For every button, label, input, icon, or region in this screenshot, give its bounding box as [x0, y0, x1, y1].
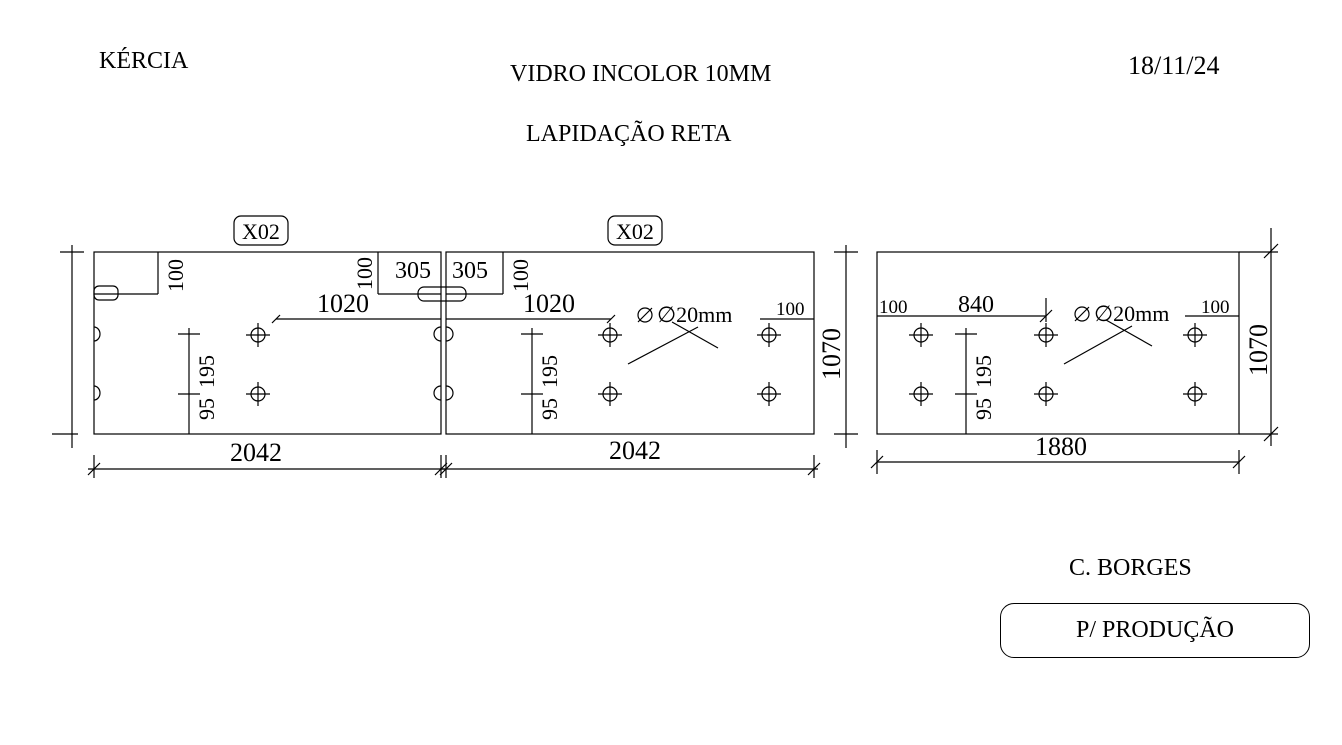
piece-3-outline: [876, 251, 1240, 435]
hole: [598, 382, 622, 406]
piece-2-hole-diameter: ∅20mm: [657, 302, 732, 327]
hole: [757, 323, 781, 347]
piece-1-top-offset: 100: [163, 259, 188, 292]
hinge-cutout: [93, 285, 119, 301]
piece-2-outline: [445, 251, 815, 435]
edge-notch: [445, 385, 454, 401]
piece-3-right-offset: 100: [1201, 297, 1230, 318]
piece-2-height: 1070: [817, 328, 846, 380]
drawing-date: 18/11/24: [1128, 51, 1220, 80]
piece-2-vertical-offset: 195: [537, 355, 562, 388]
piece-3-bottom-offset: 95: [971, 398, 996, 420]
piece-2-quantity: X02: [616, 219, 654, 244]
glass-spec: VIDRO INCOLOR 10MM: [510, 61, 772, 87]
edge-notch: [433, 385, 442, 401]
hole: [757, 382, 781, 406]
piece-2-width: 2042: [609, 436, 661, 465]
piece-3-width: 1880: [1035, 432, 1087, 461]
hole: [246, 382, 270, 406]
hole: [246, 323, 270, 347]
piece-1-width: 2042: [230, 438, 282, 467]
piece-1-vertical-offset: 195: [194, 355, 219, 388]
piece-3: 100 840 100 ∅20mm 195 95 1070: [870, 228, 1279, 474]
edge-notch: [93, 326, 101, 342]
piece-2: X02 305 100 1020 ∅20mm 100 195 95: [439, 215, 858, 478]
client-name: KÉRCIA: [99, 48, 189, 74]
hole: [598, 323, 622, 347]
edge-finish: LAPIDAÇÃO RETA: [526, 121, 732, 147]
piece-3-height: 1070: [1244, 324, 1273, 376]
piece-2-top-offset: 100: [508, 259, 533, 292]
author-name: C. BORGES: [1069, 555, 1192, 581]
piece-3-hole-spacing: 840: [958, 292, 994, 318]
hole: [1183, 382, 1207, 406]
piece-2-side-offset: 100: [776, 299, 805, 320]
hole: [909, 323, 933, 347]
piece-1-quantity: X02: [242, 219, 280, 244]
edge-notch: [445, 326, 454, 342]
diameter-symbol: [637, 307, 653, 323]
status-label: P/ PRODUÇÃO: [1075, 617, 1235, 643]
piece-1-hinge-offset: 305: [395, 258, 431, 284]
piece-2-hole-spacing: 1020: [523, 289, 575, 318]
piece-2-quantity-box: [607, 215, 663, 246]
piece-2-bottom-offset: 95: [537, 398, 562, 420]
piece-1: X02 100 100 305 1020 195 95: [52, 215, 467, 478]
piece-2-hinge-offset: 305: [452, 258, 488, 284]
piece-1-hole-spacing: 1020: [317, 289, 369, 318]
piece-1-quantity-box: [233, 215, 289, 246]
piece-1-right-top-offset: 100: [352, 257, 377, 290]
hole: [1034, 382, 1058, 406]
piece-3-hole-diameter: ∅20mm: [1094, 301, 1169, 326]
edge-notch: [433, 326, 442, 342]
piece-3-left-offset: 100: [879, 297, 908, 318]
diameter-symbol: [1074, 306, 1090, 322]
hole: [1034, 323, 1058, 347]
piece-1-outline: [93, 251, 442, 435]
hole: [1183, 323, 1207, 347]
piece-3-vertical-offset: 195: [971, 355, 996, 388]
piece-1-bottom-offset: 95: [194, 398, 219, 420]
hole: [909, 382, 933, 406]
edge-notch: [93, 385, 101, 401]
status-badge: P/ PRODUÇÃO: [1000, 603, 1310, 658]
